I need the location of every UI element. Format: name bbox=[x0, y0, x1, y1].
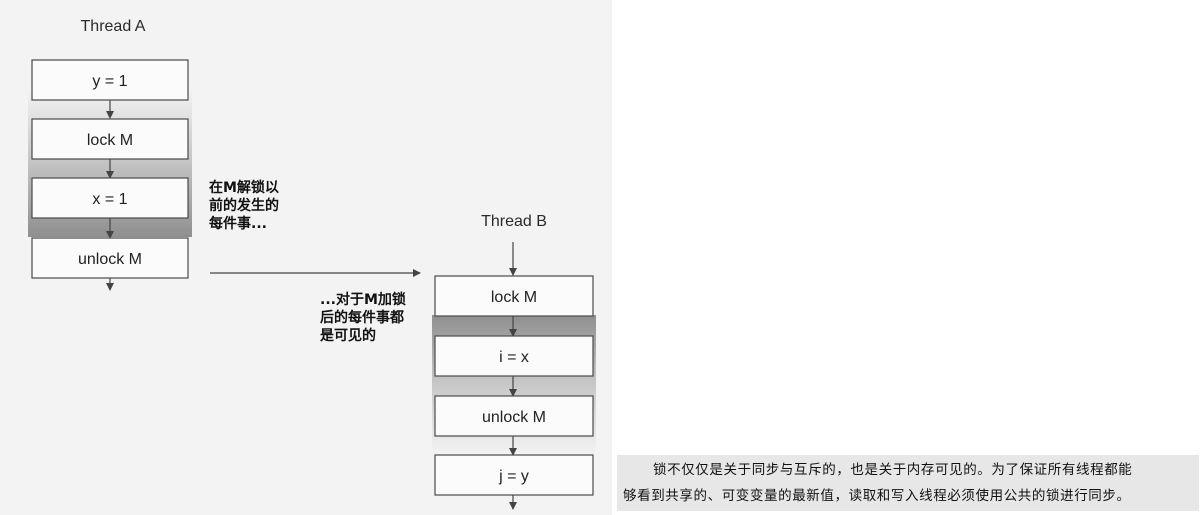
caption-line-1: 锁不仅仅是关于同步与互斥的，也是关于内存可见的。为了保证所有线程都能 bbox=[653, 462, 1133, 478]
caption-line-2: 够看到共享的、可变变量的最新值，读取和写入线程必须使用公共的锁进行同步。 bbox=[623, 488, 1131, 504]
thread-a-step-x: x = 1 bbox=[31, 177, 189, 219]
note-after-lock: ...对于M加锁 后的每件事都 是可见的 bbox=[320, 291, 406, 344]
thread-a-step-unlock: unlock M bbox=[31, 237, 189, 279]
thread-b-step-unlock: unlock M bbox=[434, 395, 594, 437]
svg-text:每件事...: 每件事... bbox=[209, 215, 267, 232]
svg-text:lock M: lock M bbox=[491, 289, 537, 306]
thread-b-title: Thread B bbox=[481, 213, 547, 230]
thread-a-title: Thread A bbox=[81, 18, 146, 35]
thread-a-step-y: y = 1 bbox=[31, 59, 189, 101]
svg-text:是可见的: 是可见的 bbox=[320, 327, 376, 344]
svg-text:y = 1: y = 1 bbox=[92, 73, 127, 90]
thread-b-step-lock: lock M bbox=[434, 275, 594, 317]
svg-text:后的每件事都: 后的每件事都 bbox=[320, 309, 404, 326]
thread-a-step-lock: lock M bbox=[31, 118, 189, 160]
svg-text:前的发生的: 前的发生的 bbox=[209, 197, 279, 214]
thread-b-step-i: i = x bbox=[434, 335, 594, 377]
note-before-unlock: 在M解锁以 前的发生的 每件事... bbox=[209, 179, 279, 232]
svg-text:...对于M加锁: ...对于M加锁 bbox=[320, 291, 406, 308]
svg-text:lock M: lock M bbox=[87, 132, 133, 149]
svg-text:unlock M: unlock M bbox=[78, 251, 142, 268]
svg-text:unlock M: unlock M bbox=[482, 409, 546, 426]
caption-box: 锁不仅仅是关于同步与互斥的，也是关于内存可见的。为了保证所有线程都能 够看到共享… bbox=[617, 455, 1199, 511]
thread-b-step-j: j = y bbox=[434, 454, 594, 496]
svg-text:在M解锁以: 在M解锁以 bbox=[209, 179, 279, 196]
svg-text:i = x: i = x bbox=[499, 349, 529, 366]
svg-text:j = y: j = y bbox=[498, 468, 529, 485]
svg-text:x = 1: x = 1 bbox=[92, 191, 127, 208]
happens-before-diagram: Thread A y = 1 lock M x = 1 unlock M 在M解… bbox=[28, 18, 596, 510]
